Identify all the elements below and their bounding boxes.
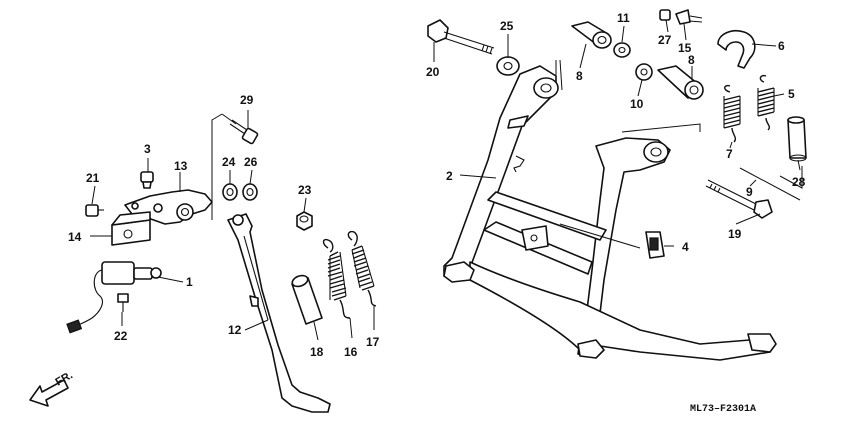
callout-9: 9 [746, 185, 753, 199]
side-stand-switch-assembly [66, 171, 213, 334]
callout-29: 29 [240, 93, 254, 107]
front-direction-arrow: FR. [29, 369, 75, 407]
callout-5: 5 [788, 87, 795, 101]
callout-26: 26 [244, 155, 258, 169]
collar-28 [787, 116, 807, 162]
spring-7 [723, 84, 741, 143]
side-stand-bolt [229, 119, 259, 145]
collar-25 [496, 56, 520, 76]
washer-24 [222, 183, 238, 201]
direction-label: FR. [54, 369, 75, 388]
callout-17: 17 [366, 335, 380, 349]
callout-20: 20 [426, 65, 440, 79]
washer-26 [242, 183, 258, 201]
callout-13: 13 [174, 159, 188, 173]
callout-leaders [90, 19, 801, 341]
callout-14: 14 [68, 230, 82, 244]
bolt-19 [705, 179, 773, 219]
callout-15: 15 [678, 41, 692, 55]
callout-11: 11 [617, 11, 630, 25]
spring-hook-6 [717, 29, 756, 69]
callout-22: 22 [114, 329, 128, 343]
spring-5 [757, 74, 775, 131]
callout-25: 25 [500, 19, 514, 33]
callout-28: 28 [792, 175, 806, 189]
washer-11 [613, 42, 631, 58]
diagram-part-number: ML73–F2301A [690, 404, 756, 415]
callout-21: 21 [86, 171, 100, 185]
callout-18: 18 [310, 345, 324, 359]
callout-12: 12 [228, 323, 242, 337]
spring-16 [322, 238, 351, 319]
callout-10: 10 [630, 97, 644, 111]
bushing-8-lower [657, 65, 704, 100]
side-stand [227, 213, 331, 413]
callout-23: 23 [298, 183, 312, 197]
callout-4: 4 [682, 240, 689, 254]
callout-3: 3 [144, 142, 151, 156]
main-stand [443, 65, 777, 361]
callout-8-top: 8 [576, 69, 583, 83]
callout-7: 7 [726, 147, 733, 161]
callout-16: 16 [344, 345, 358, 359]
callout-27: 27 [658, 33, 672, 47]
pivot-bolt-20 [427, 19, 495, 55]
callout-24: 24 [222, 155, 236, 169]
callout-19: 19 [728, 227, 742, 241]
stopper-rubber-4 [645, 231, 665, 259]
callout-labels: 1 2 3 4 5 6 7 8 8 9 10 11 12 13 14 15 16… [68, 11, 806, 359]
collar-18 [291, 274, 323, 325]
nut-23 [296, 211, 313, 231]
bolt-27 [659, 9, 671, 21]
washer-10 [635, 63, 653, 81]
callout-6: 6 [778, 39, 785, 53]
bolt-15 [675, 9, 703, 25]
callout-2: 2 [446, 169, 453, 183]
spring-17 [347, 230, 377, 307]
callout-8-lower: 8 [688, 53, 695, 67]
callout-1: 1 [186, 275, 193, 289]
bushing-8-top [571, 21, 612, 49]
